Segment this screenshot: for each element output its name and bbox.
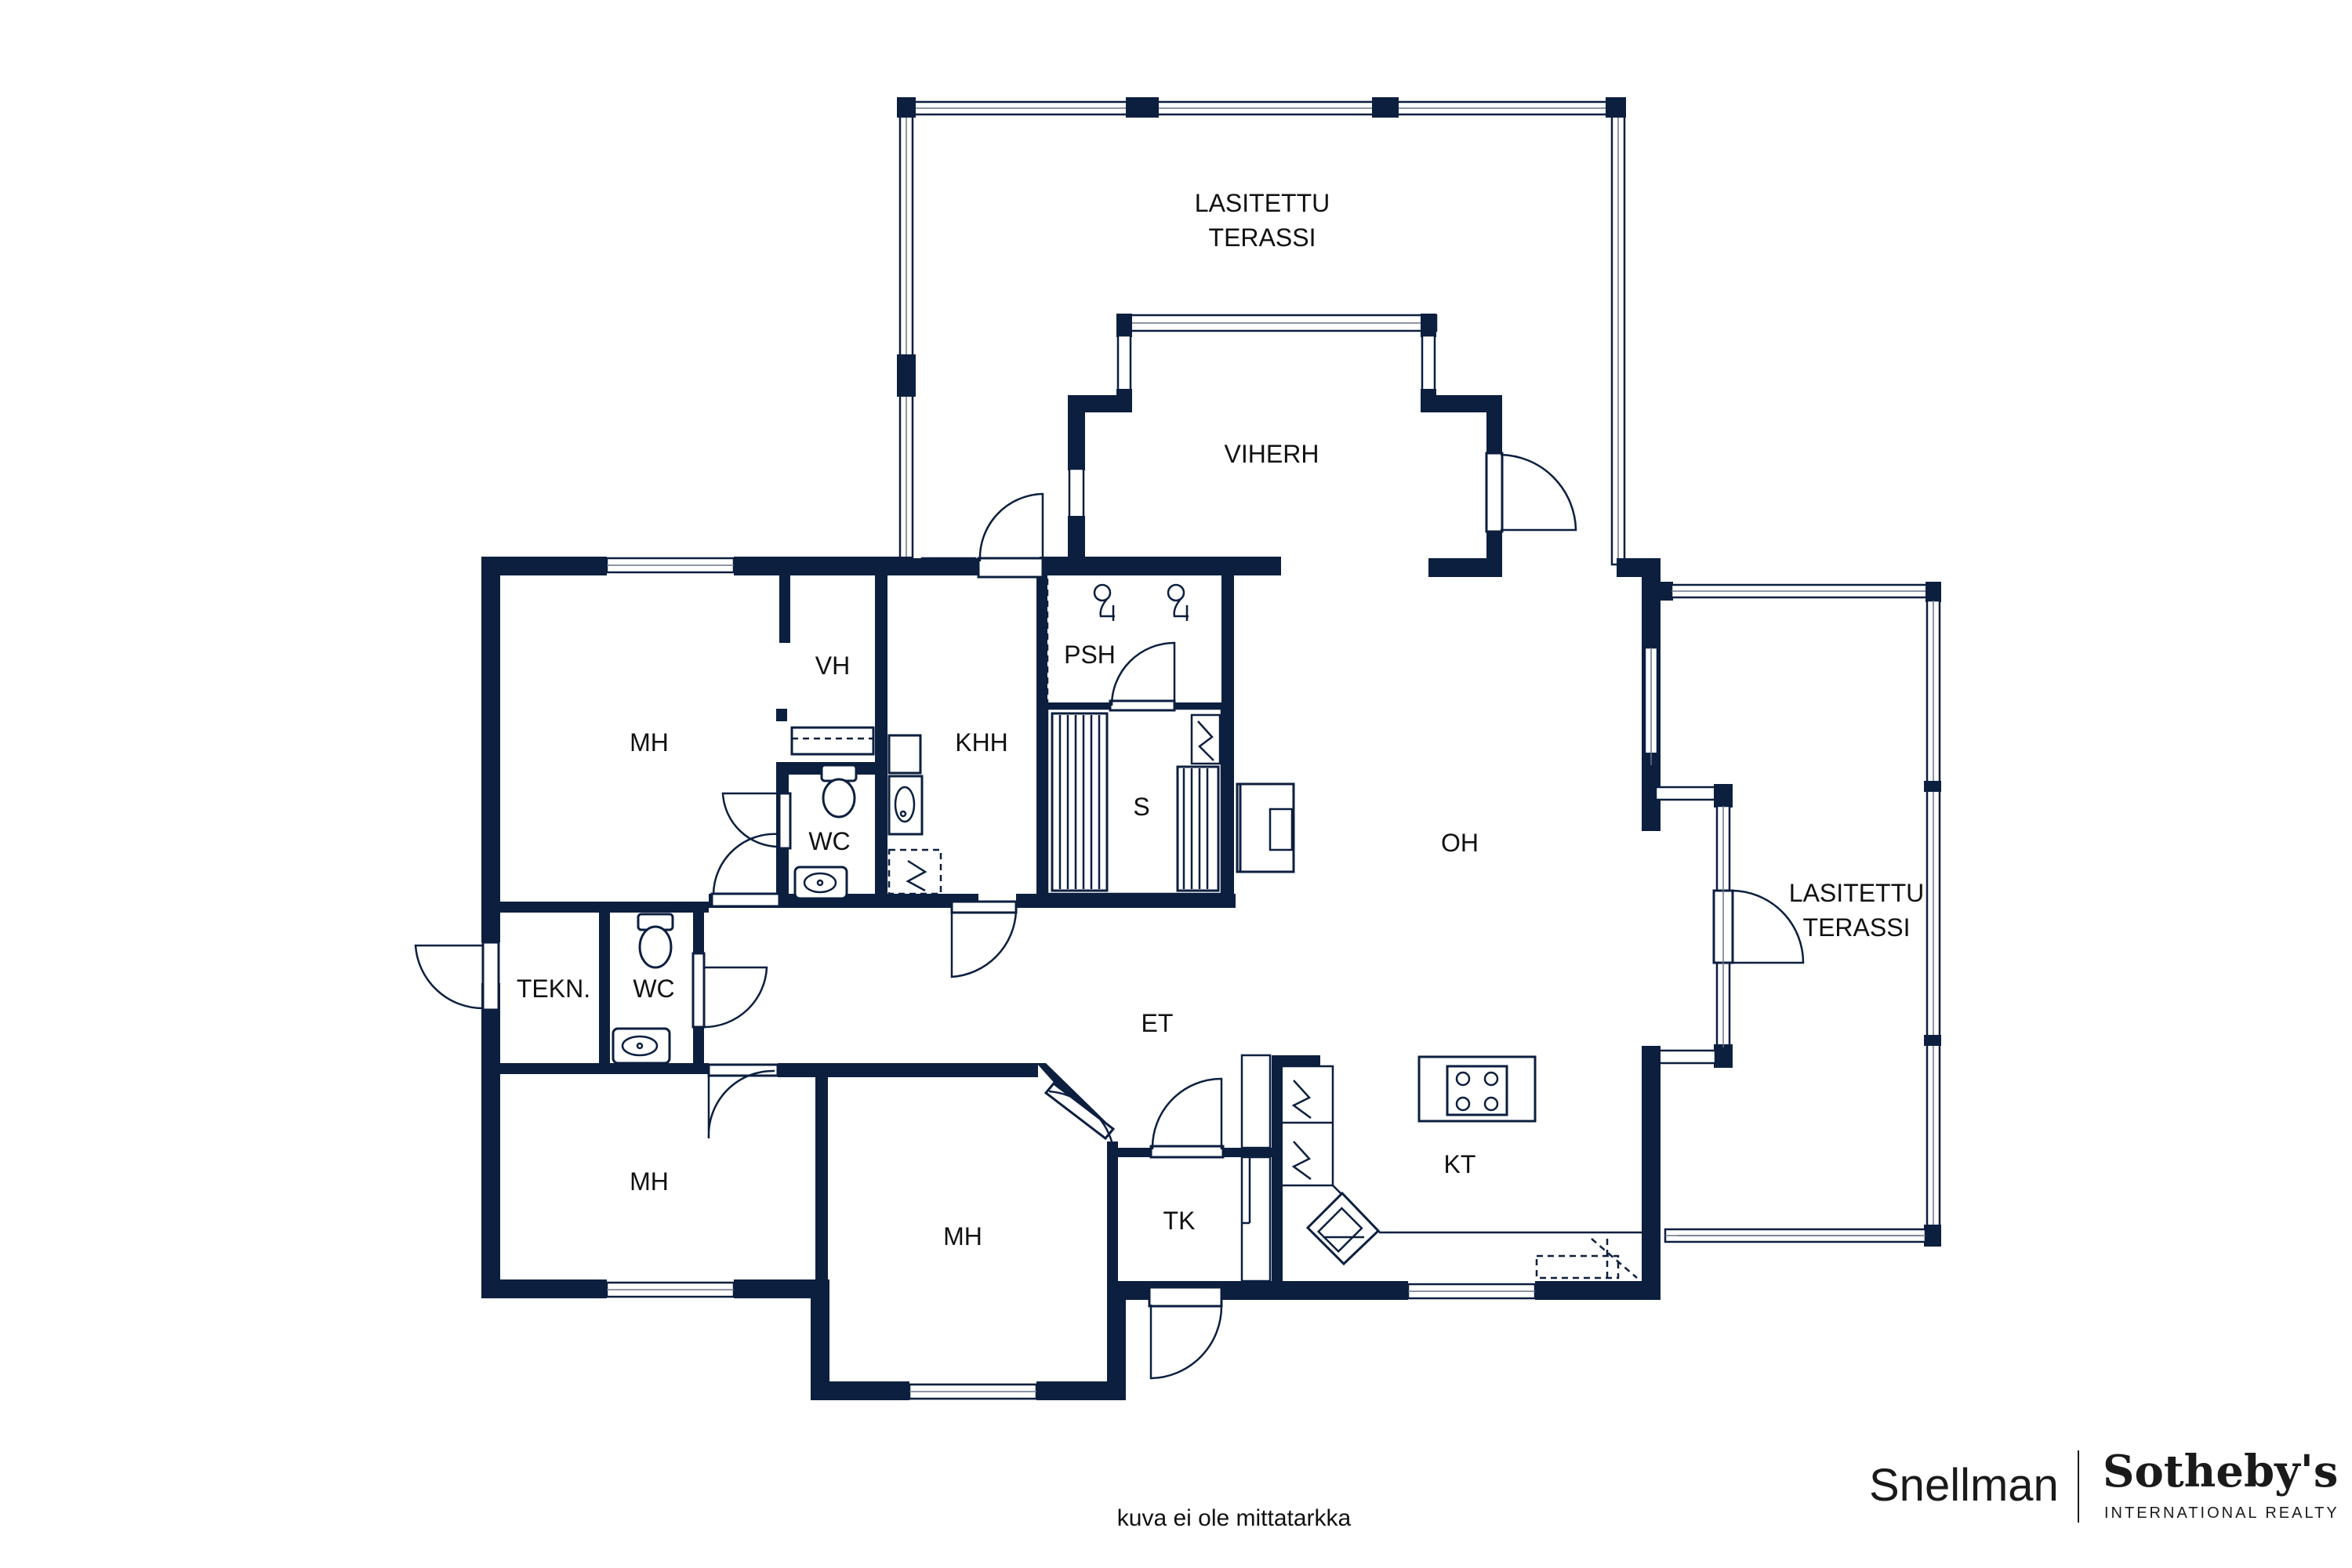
door-entrance[interactable]	[414, 941, 500, 1011]
kitchen-fixtures	[1283, 1055, 1642, 1279]
shower-head-icon	[1093, 583, 1115, 621]
label-viherh: VIHERH	[1225, 440, 1319, 468]
windows-misc	[607, 564, 1921, 1400]
label-psh: PSH	[1064, 641, 1116, 669]
label-et: ET	[1142, 1009, 1174, 1037]
label-lasitettu-terassi-top-1: LASITETTU	[1195, 189, 1330, 217]
label-mh-bottom-mid: MH	[943, 1222, 982, 1250]
label-wc-upper: WC	[808, 827, 850, 855]
label-vh: VH	[815, 652, 850, 680]
label-oh: OH	[1441, 829, 1479, 857]
door-wc-upper[interactable]	[710, 833, 781, 908]
label-khh: KHH	[955, 728, 1008, 757]
interior-walls	[499, 575, 1320, 1286]
brand-sothebys: Sotheby's	[2103, 1446, 2338, 1497]
door-viherh[interactable]	[977, 492, 1044, 579]
terrace-top-glazing	[897, 97, 1626, 572]
label-kt: KT	[1444, 1150, 1476, 1178]
brand-divider	[2078, 1450, 2079, 1523]
wc-upper-fixtures	[790, 726, 875, 900]
label-mh-bottom-left: MH	[630, 1167, 669, 1196]
disclaimer-text: kuva ei ole mittatarkka	[1117, 1505, 1352, 1531]
door-viherh-terrace[interactable]	[1485, 452, 1577, 533]
label-lasitettu-terassi-right-1: LASITETTU	[1789, 879, 1924, 907]
door-back[interactable]	[1148, 1286, 1223, 1380]
brand-logo: Snellman Sotheby's INTERNATIONAL REALTY	[1869, 1446, 2339, 1523]
door-wc-lower[interactable]	[691, 952, 768, 1029]
label-mh-top-left: MH	[630, 728, 669, 757]
door-mh-bottom-mid[interactable]	[1044, 1081, 1116, 1142]
label-tekn: TEKN.	[517, 975, 590, 1003]
label-lasitettu-terassi-top-2: TERASSI	[1209, 223, 1316, 252]
label-lasitettu-terassi-right-2: TERASSI	[1803, 913, 1911, 942]
shower-head-icon	[1167, 583, 1189, 621]
door-psh[interactable]	[1109, 641, 1176, 712]
label-wc-lower: WC	[633, 975, 674, 1003]
door-mh-bottom-left[interactable]	[707, 1063, 779, 1139]
label-tk: TK	[1163, 1207, 1196, 1235]
fireplace	[1239, 782, 1295, 873]
brand-snellman: Snellman	[1869, 1460, 2059, 1511]
door-khh[interactable]	[950, 900, 1018, 978]
label-sauna: S	[1133, 793, 1149, 821]
wc-lower-fixtures	[612, 913, 674, 1065]
door-mh-top[interactable]	[721, 792, 792, 850]
brand-international-realty: INTERNATIONAL REALTY	[2104, 1504, 2339, 1522]
khh-fixtures	[887, 734, 942, 895]
tk-shelving	[1240, 1054, 1272, 1283]
door-tk[interactable]	[1149, 1077, 1225, 1159]
